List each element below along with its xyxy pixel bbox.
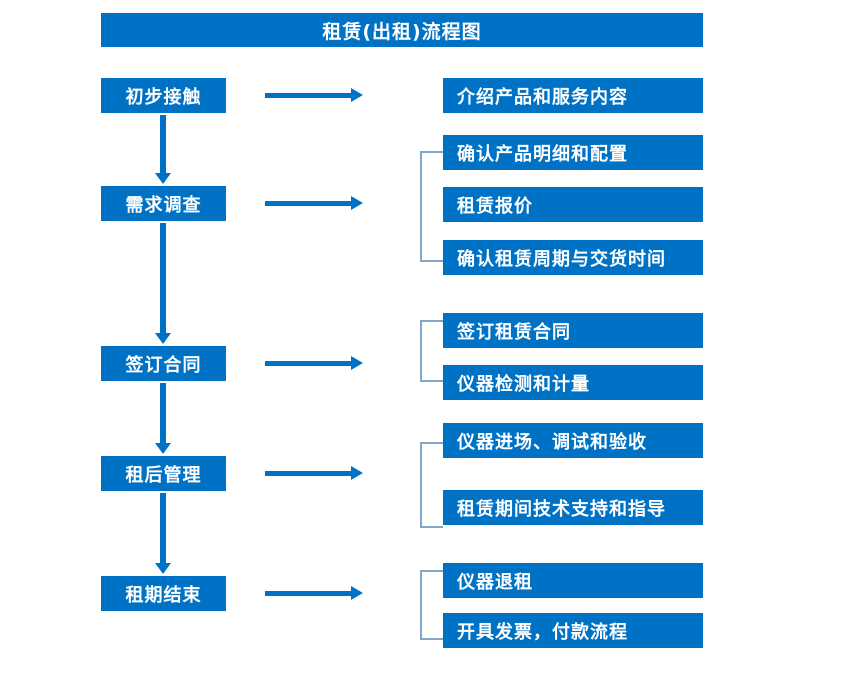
- arrow-head-icon: [155, 173, 171, 184]
- stage-box-2[interactable]: 需求调查: [101, 186, 226, 221]
- group-bracket-1: [420, 151, 443, 262]
- detail-box-10[interactable]: 开具发票，付款流程: [443, 613, 703, 648]
- arrow-shaft: [265, 361, 353, 366]
- horizontal-arrow-3: [265, 356, 363, 370]
- arrow-head-icon: [351, 586, 363, 600]
- vertical-arrow-3: [155, 383, 171, 454]
- arrow-shaft: [160, 115, 166, 173]
- stage-box-1[interactable]: 初步接触: [101, 78, 226, 113]
- group-bracket-4: [420, 570, 443, 640]
- arrow-head-icon: [351, 196, 363, 210]
- detail-box-4[interactable]: 确认租赁周期与交货时间: [443, 240, 703, 275]
- horizontal-arrow-2: [265, 196, 363, 210]
- arrow-head-icon: [351, 88, 363, 102]
- arrow-head-icon: [155, 443, 171, 454]
- arrow-head-icon: [351, 356, 363, 370]
- horizontal-arrow-5: [265, 586, 363, 600]
- arrow-head-icon: [155, 333, 171, 344]
- group-bracket-2: [420, 320, 443, 382]
- detail-box-1[interactable]: 介绍产品和服务内容: [443, 78, 703, 113]
- horizontal-arrow-4: [265, 466, 363, 480]
- detail-box-9[interactable]: 仪器退租: [443, 563, 703, 598]
- stage-box-5[interactable]: 租期结束: [101, 576, 226, 611]
- stage-box-3[interactable]: 签订合同: [101, 346, 226, 381]
- arrow-head-icon: [155, 563, 171, 574]
- detail-box-6[interactable]: 仪器检测和计量: [443, 365, 703, 400]
- group-bracket-3: [420, 442, 443, 528]
- arrow-shaft: [265, 471, 353, 476]
- vertical-arrow-4: [155, 493, 171, 574]
- stage-box-4[interactable]: 租后管理: [101, 456, 226, 491]
- vertical-arrow-2: [155, 223, 171, 344]
- detail-box-2[interactable]: 确认产品明细和配置: [443, 135, 703, 170]
- horizontal-arrow-1: [265, 88, 363, 102]
- arrow-shaft: [265, 201, 353, 206]
- arrow-shaft: [160, 493, 166, 563]
- arrow-shaft: [265, 93, 353, 98]
- vertical-arrow-1: [155, 115, 171, 184]
- detail-box-3[interactable]: 租赁报价: [443, 187, 703, 222]
- arrow-head-icon: [351, 466, 363, 480]
- page-title: 租赁(出租)流程图: [101, 13, 703, 47]
- detail-box-5[interactable]: 签订租赁合同: [443, 313, 703, 348]
- arrow-shaft: [160, 383, 166, 443]
- arrow-shaft: [160, 223, 166, 333]
- detail-box-7[interactable]: 仪器进场、调试和验收: [443, 423, 703, 458]
- arrow-shaft: [265, 591, 353, 596]
- detail-box-8[interactable]: 租赁期间技术支持和指导: [443, 490, 703, 525]
